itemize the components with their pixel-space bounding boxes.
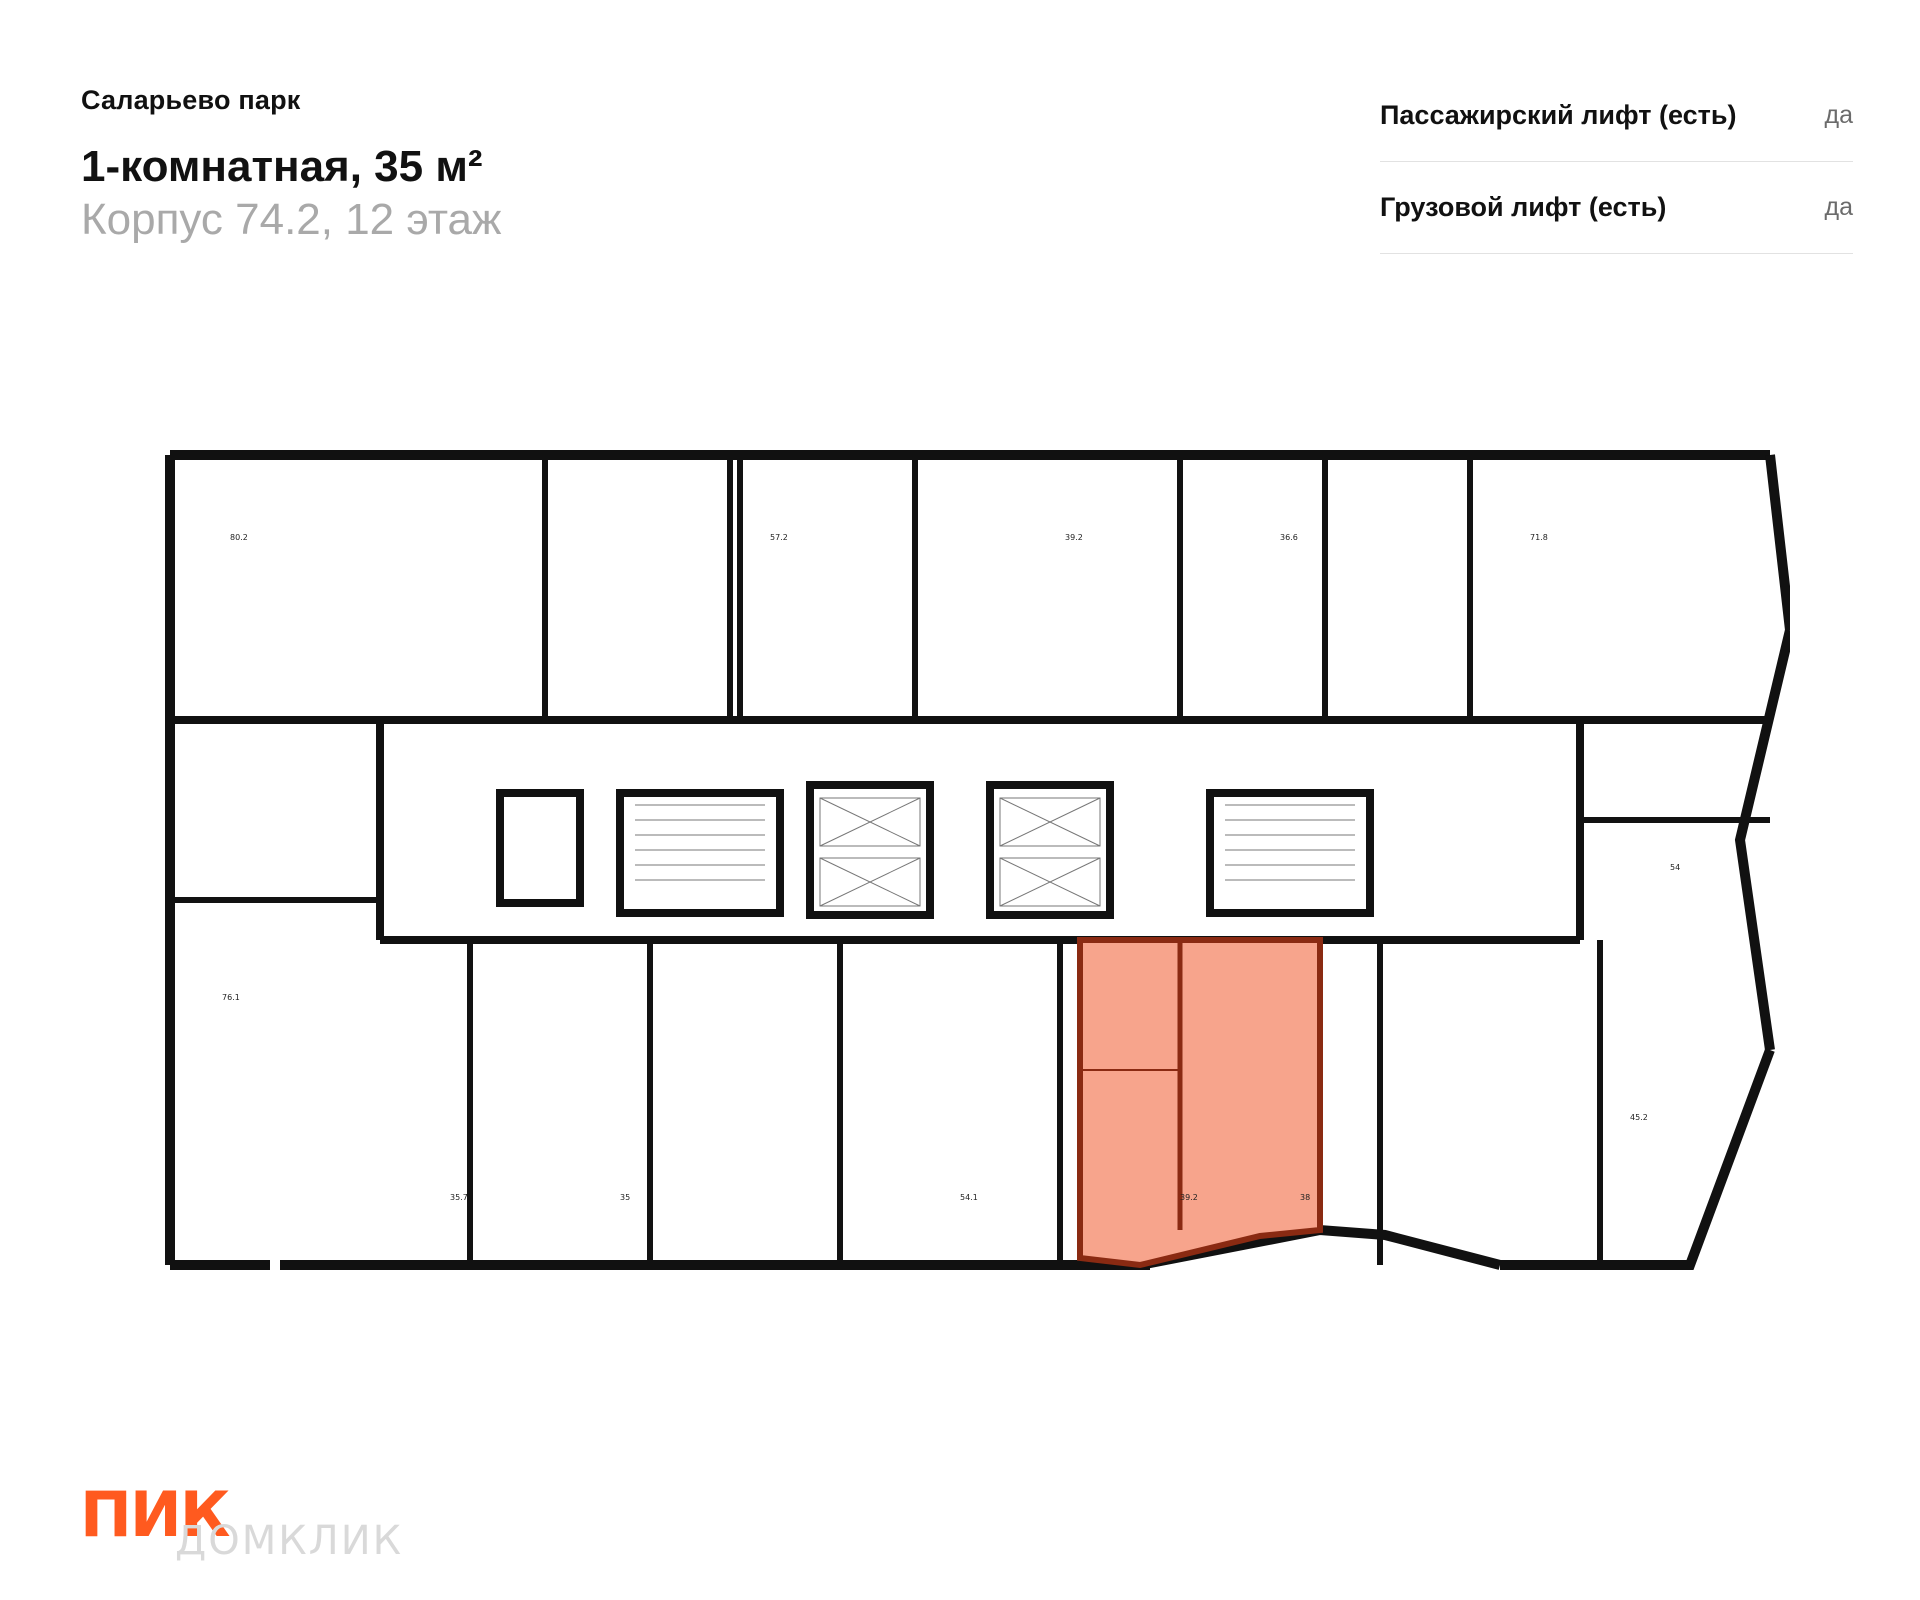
feature-name: Пассажирский лифт (есть) xyxy=(1380,100,1737,130)
area-label: 35 xyxy=(620,1193,630,1202)
area-label: 39.2 xyxy=(1065,533,1083,542)
area-label: 54.1 xyxy=(960,1193,978,1202)
stair-and-lift-details xyxy=(635,797,1355,907)
area-label: 80.2 xyxy=(230,533,248,542)
area-labels: 80.2 57.2 39.2 36.6 71.8 54 76.1 45.2 35… xyxy=(222,533,1680,1202)
outer-walls xyxy=(165,450,1790,1270)
feature-row-passenger-lift: Пассажирский лифт (есть) да xyxy=(1380,70,1853,162)
apartment-title: 1-комнатная, 35 м² xyxy=(81,142,483,191)
highlighted-apartment[interactable] xyxy=(1077,937,1323,1269)
area-label: 38 xyxy=(1300,1193,1310,1202)
partition-walls xyxy=(170,455,1770,1265)
feature-name: Грузовой лифт (есть) xyxy=(1380,192,1667,222)
area-label: 45.2 xyxy=(1630,1113,1648,1122)
feature-row-freight-lift: Грузовой лифт (есть) да xyxy=(1380,162,1853,254)
complex-name: Саларьево парк xyxy=(81,85,301,115)
area-label: 57.2 xyxy=(770,533,788,542)
feature-value: да xyxy=(1824,193,1854,221)
area-label: 35.7 xyxy=(450,1193,468,1202)
area-label: 39.2 xyxy=(1180,1193,1198,1202)
pik-logo: ПИК xyxy=(80,1478,230,1551)
features-list: Пассажирский лифт (есть) да Грузовой лиф… xyxy=(1380,70,1853,254)
logo: ПИК ДОМКЛИК xyxy=(80,1478,401,1564)
apartment-location: Корпус 74.2, 12 этаж xyxy=(81,195,502,244)
floor-plan: 80.2 57.2 39.2 36.6 71.8 54 76.1 45.2 35… xyxy=(165,450,1790,1270)
area-label: 36.6 xyxy=(1280,533,1298,542)
area-label: 71.8 xyxy=(1530,533,1548,542)
corridor-walls xyxy=(170,716,1770,944)
domclick-watermark: ДОМКЛИК xyxy=(175,1518,404,1564)
feature-value: да xyxy=(1824,101,1854,129)
area-label: 54 xyxy=(1670,863,1680,872)
area-label: 76.1 xyxy=(222,993,240,1002)
